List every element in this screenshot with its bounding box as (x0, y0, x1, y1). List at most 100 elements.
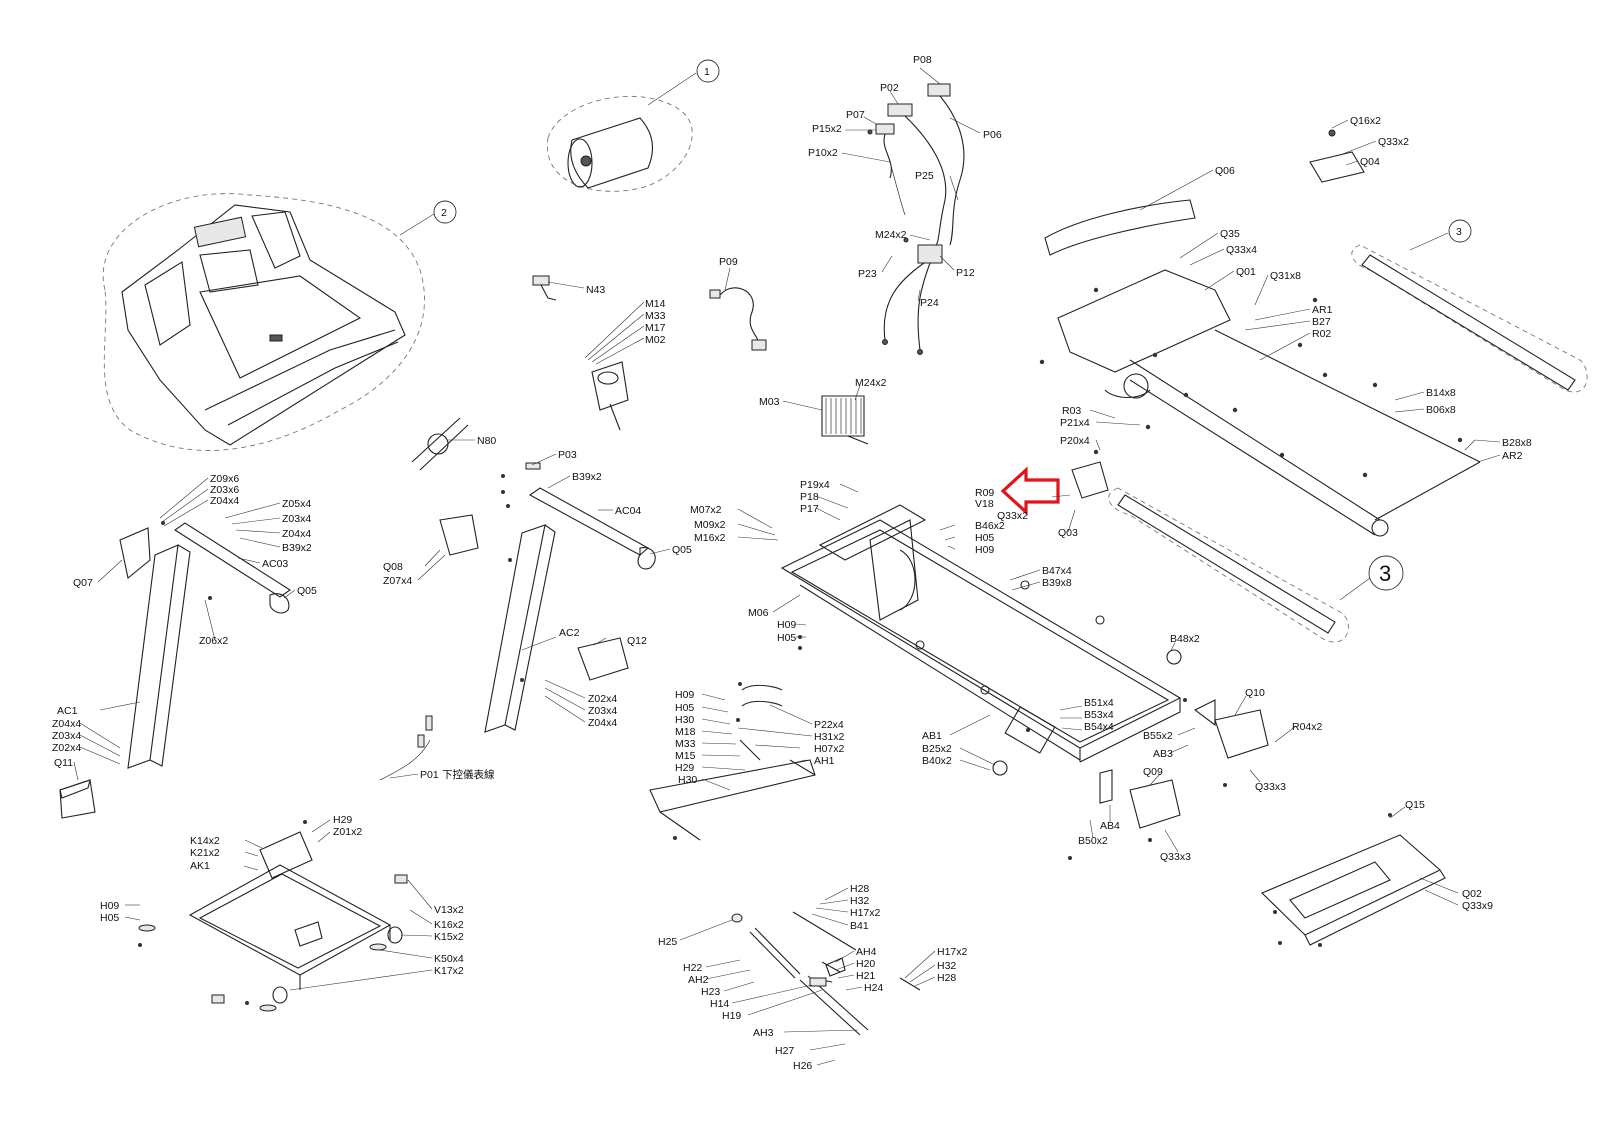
running-deck-group (1057, 269, 1481, 537)
label-B39x2b: B39x2 (282, 542, 312, 554)
leader-lines (73, 67, 1501, 1066)
label-Z06x2: Z06x2 (199, 635, 228, 647)
label-AB3: AB3 (1153, 748, 1173, 760)
label-H05b: H05 (777, 632, 796, 644)
label-B48x2: B48x2 (1170, 633, 1200, 645)
label-Z03x4c: Z03x4 (52, 730, 81, 742)
label-P08: P08 (913, 54, 932, 66)
label-H24: H24 (864, 982, 883, 994)
label-H32a: H32 (850, 895, 869, 907)
label-Q33x2: Q33x2 (1378, 136, 1409, 148)
rear-caps-group (1099, 699, 1269, 829)
label-P22x4: P22x4 (814, 719, 844, 731)
label-P02: P02 (880, 82, 899, 94)
label-H29a: H29 (675, 762, 694, 774)
motor-assembly-group: 1 (547, 59, 720, 192)
label-N43: N43 (586, 284, 605, 296)
label-Z05x4: Z05x4 (282, 498, 311, 510)
label-Q02: Q02 (1462, 888, 1482, 900)
label-Q31x8: Q31x8 (1270, 270, 1301, 282)
label-H17x2b: H17x2 (937, 946, 968, 958)
label-Z03x6: Z03x6 (210, 484, 239, 496)
label-AH3: AH3 (753, 1027, 774, 1039)
label-B51x4: B51x4 (1084, 697, 1114, 709)
label-Q05b: Q05 (672, 544, 692, 556)
label-H30a: H30 (675, 714, 694, 726)
n80-part (411, 417, 469, 471)
label-P24: P24 (920, 297, 939, 309)
label-H05d: H05 (100, 912, 119, 924)
motor-hood-group (1044, 199, 1196, 256)
label-Q35: Q35 (1220, 228, 1240, 240)
label-H05c: H05 (675, 702, 694, 714)
label-B25x2: B25x2 (922, 743, 952, 755)
label-M33b: M33 (675, 738, 696, 750)
label-M33: M33 (645, 310, 666, 322)
heat-sink-group (821, 395, 869, 445)
label-Q33x3b: Q33x3 (1160, 851, 1191, 863)
label-AC03: AC03 (262, 558, 288, 570)
label-AH2: AH2 (688, 974, 709, 986)
label-Q08: Q08 (383, 561, 403, 573)
label-Q05a: Q05 (297, 585, 317, 597)
label-M16x2: M16x2 (694, 532, 726, 544)
label-P15x2: P15x2 (812, 123, 842, 135)
label-P01-description: 下控儀表線 (442, 768, 495, 781)
label-Q11: Q11 (54, 757, 73, 769)
label-Z02x4b: Z02x4 (52, 742, 81, 754)
label-Q33x3a: Q33x3 (1255, 781, 1286, 793)
label-B39x8: B39x8 (1042, 577, 1072, 589)
label-P03: P03 (558, 449, 577, 461)
highlight-arrow-icon (1000, 466, 1060, 516)
label-AH4: AH4 (856, 946, 877, 958)
label-P06: P06 (983, 129, 1002, 141)
label-B39x2a: B39x2 (572, 471, 602, 483)
base-tray-group (1261, 834, 1446, 946)
label-H07x2: H07x2 (814, 743, 845, 755)
motor-control-group (591, 361, 629, 431)
label-Z04x4c: Z04x4 (588, 717, 617, 729)
label-M07x2: M07x2 (690, 504, 722, 516)
label-K15x2: K15x2 (434, 931, 464, 943)
wiring-harness-group (867, 83, 965, 355)
q03-part (1071, 461, 1109, 499)
label-Q33x4: Q33x4 (1226, 244, 1257, 256)
label-P23: P23 (858, 268, 877, 280)
label-Q33x9: Q33x9 (1462, 900, 1493, 912)
label-AC2: AC2 (559, 627, 580, 639)
label-H25: H25 (658, 936, 677, 948)
label-B47x4: B47x4 (1042, 565, 1072, 577)
label-H23: H23 (701, 986, 720, 998)
label-M03: M03 (759, 396, 780, 408)
label-H21: H21 (856, 970, 875, 982)
label-P01: P01 (420, 769, 439, 781)
label-Q12: Q12 (627, 635, 647, 647)
label-M17: M17 (645, 322, 666, 334)
label-AB1: AB1 (922, 730, 942, 742)
label-M09x2: M09x2 (694, 519, 726, 531)
label-H31x2: H31x2 (814, 731, 845, 743)
callout-1-text: 1 (704, 66, 710, 78)
power-cord-group (709, 287, 767, 351)
label-K14x2: K14x2 (190, 835, 220, 847)
label-AH1: AH1 (814, 755, 835, 767)
label-H20: H20 (856, 958, 875, 970)
label-H26: H26 (793, 1060, 812, 1072)
label-P19x4: P19x4 (800, 479, 830, 491)
label-K50x4: K50x4 (434, 953, 464, 965)
label-AK1: AK1 (190, 860, 210, 872)
callout-3a-text: 3 (1456, 226, 1462, 238)
label-Q33x2b: Q33x2 (997, 510, 1028, 522)
label-H30b: H30 (678, 774, 697, 786)
label-B46x2: B46x2 (975, 520, 1005, 532)
fasteners-group (138, 287, 1463, 1005)
label-P25: P25 (915, 170, 934, 182)
label-Q15: Q15 (1405, 799, 1425, 811)
label-V13x2: V13x2 (434, 904, 464, 916)
label-Q06: Q06 (1215, 165, 1235, 177)
label-H17x2a: H17x2 (850, 907, 881, 919)
callout-3b-text: 3 (1379, 561, 1391, 586)
label-Q01: Q01 (1236, 266, 1256, 278)
label-H09a: H09 (975, 544, 994, 556)
